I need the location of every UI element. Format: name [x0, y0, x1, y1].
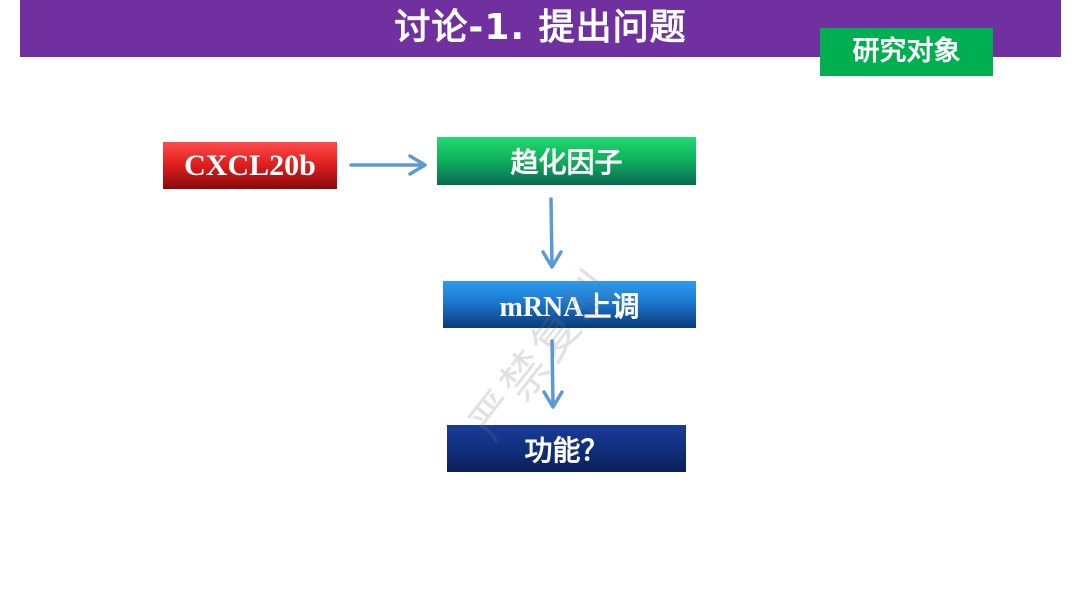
node-cxcl20b: CXCL20b: [163, 142, 337, 189]
node-mrna-upregulated: mRNA上调: [443, 281, 696, 328]
slide-title: 讨论-1. 提出问题: [394, 7, 687, 48]
arrow-down-icon: [542, 339, 564, 409]
node-chemokine: 趋化因子: [437, 137, 696, 185]
research-object-tag: 研究对象: [820, 28, 993, 76]
arrow-right-icon: [349, 154, 427, 176]
node-function: 功能？: [447, 425, 686, 472]
arrow-down-icon: [541, 197, 563, 269]
